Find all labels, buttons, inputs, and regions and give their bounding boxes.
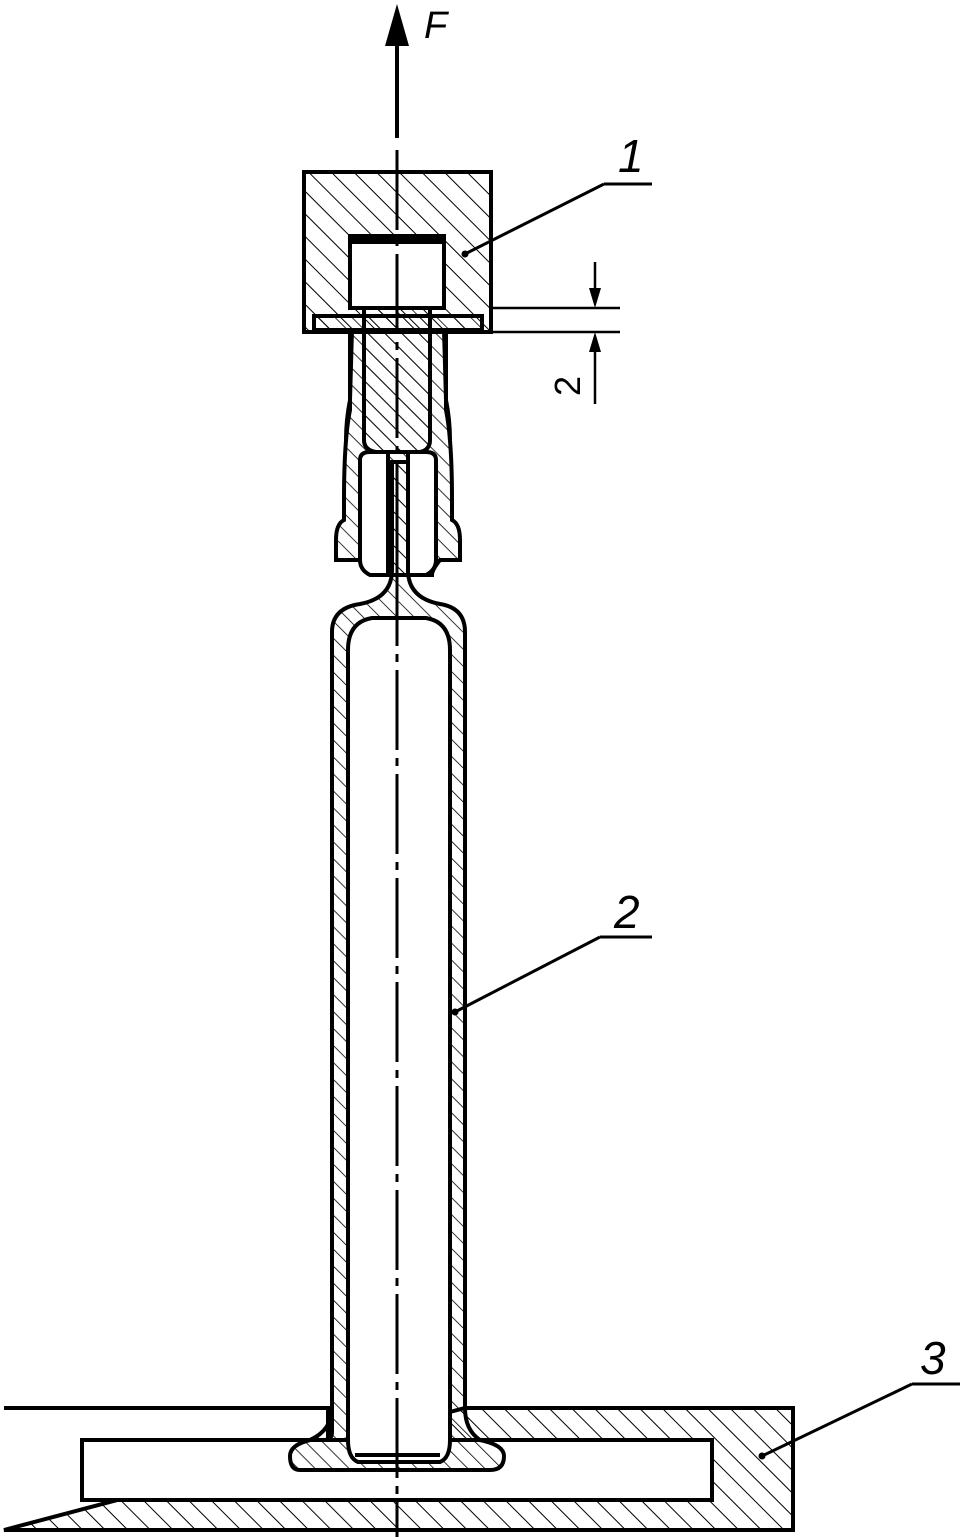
part-number-1: 1	[618, 130, 644, 182]
gap-dimension	[490, 262, 620, 404]
gap-dimension-value: 2	[547, 376, 588, 396]
vial	[287, 460, 507, 1472]
part-number-2: 2	[613, 886, 640, 938]
crimp-cap	[344, 329, 452, 441]
force-arrow	[385, 4, 409, 138]
leader-lines	[451, 182, 960, 1460]
part-number-3: 3	[920, 1332, 946, 1384]
force-label: F	[424, 5, 449, 47]
